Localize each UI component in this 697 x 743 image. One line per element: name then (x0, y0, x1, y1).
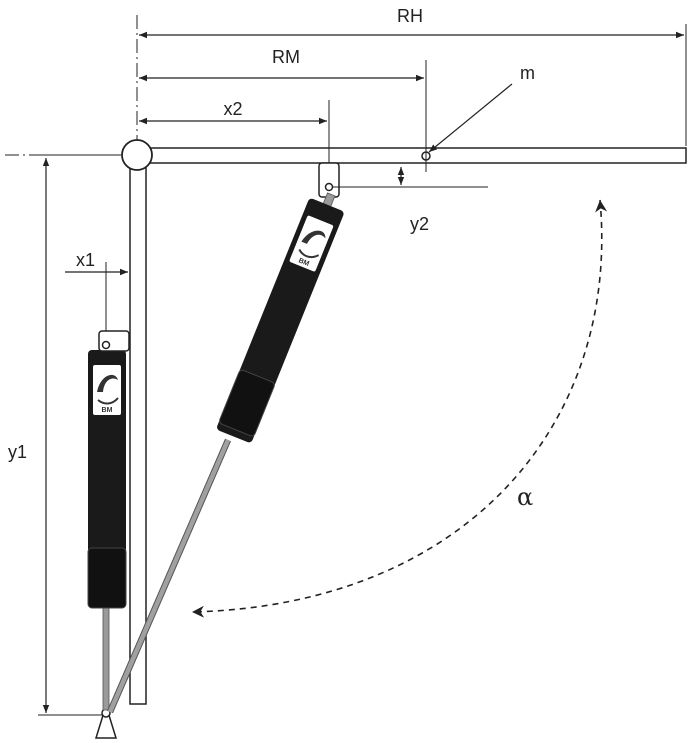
rm-label: RM (272, 47, 300, 67)
vertical-frame (129, 163, 147, 705)
closed-spring-logo: BM (93, 365, 121, 415)
horizontal-lid (147, 147, 687, 164)
opening-angle-arc (191, 199, 608, 618)
gas-spring-closed: BM (87, 330, 130, 711)
m-leader-line (428, 83, 513, 153)
lid-mount-bracket (318, 162, 340, 198)
closed-spring-sleeve (87, 547, 127, 609)
closed-spring-eyelet (98, 330, 130, 352)
hinge-pivot (121, 139, 153, 171)
closed-spring-logo-text: BM (102, 407, 113, 414)
x2-label: x2 (223, 99, 242, 119)
bottom-pivot-mount (94, 708, 118, 739)
y2-label: y2 (410, 214, 429, 234)
rh-label: RH (397, 6, 423, 26)
extended-spring-rod-fill (107, 439, 231, 713)
m-label: m (520, 63, 535, 83)
x1-label: x1 (76, 250, 95, 270)
alpha-label: α (517, 483, 533, 511)
y1-label: y1 (8, 442, 27, 462)
closed-spring-rod (102, 605, 110, 711)
